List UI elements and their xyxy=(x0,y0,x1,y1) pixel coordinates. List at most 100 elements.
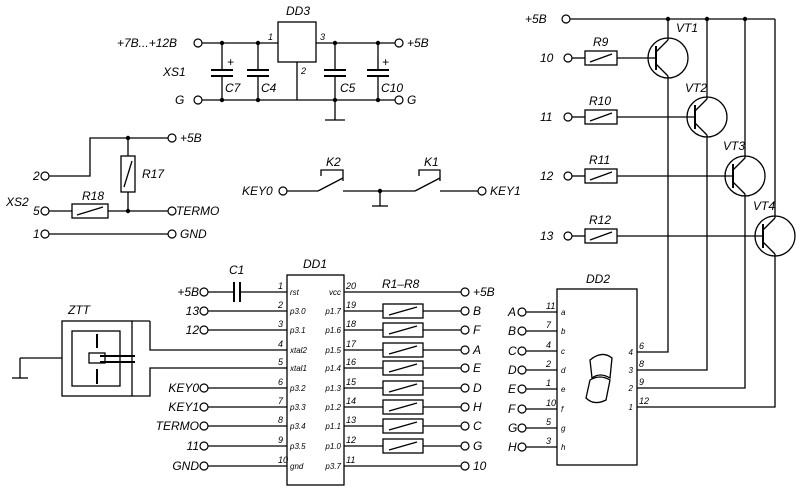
dd1-right-terminal xyxy=(460,345,470,355)
dd2-segment-name: d xyxy=(561,366,566,375)
dd2-input-label: D xyxy=(508,363,517,377)
dd1-left-pin-name: p3.1 xyxy=(289,326,306,335)
dd1-left-pin-number: 8 xyxy=(278,415,283,425)
dd1-right-pin-name: vcc xyxy=(329,288,341,297)
dd1-right-label: F xyxy=(473,323,481,337)
dd1-right-label: C xyxy=(473,419,482,433)
dd2-input-terminal xyxy=(517,346,527,356)
vt2-input: 11 xyxy=(540,110,552,124)
xs2-terminal-2 xyxy=(40,171,50,181)
dd2-input-label: F xyxy=(508,402,516,416)
dd2-digit-number: 2 xyxy=(628,384,634,393)
dd2-input-terminal xyxy=(517,307,527,317)
input-voltage-label: +7В...+12В xyxy=(117,36,177,50)
dd2-input-label: E xyxy=(508,382,517,396)
dd1-left-terminal xyxy=(199,287,209,297)
vt2-label: VT2 xyxy=(685,81,707,95)
dd3-pin-gnd: 2 xyxy=(300,66,306,76)
dd1-right-pin-name: p1.3 xyxy=(324,384,341,393)
dd1-right-pin-number: 14 xyxy=(346,396,356,406)
dd1-right-pin-name: p1.4 xyxy=(324,364,341,373)
dd1-right-label: A xyxy=(472,343,481,357)
keys-section: KEY0 K2 K1 KEY1 xyxy=(242,155,521,207)
transistor-vt1: 10 R9 VT1 xyxy=(540,19,698,79)
dd2-segment-name: f xyxy=(561,405,564,414)
dd1-right-terminal xyxy=(460,325,470,335)
dd1-left-pin-number: 2 xyxy=(277,300,283,310)
gnd-terminal-sensor xyxy=(167,229,177,239)
key0-terminal xyxy=(278,186,288,196)
dd1-right-terminal xyxy=(460,383,470,393)
dd1-right-pin-name: p1.6 xyxy=(324,326,341,335)
dd1-left-terminal xyxy=(199,441,209,451)
dd1-right-pin-number: 19 xyxy=(346,300,356,310)
gnd-label-left: G xyxy=(175,93,184,107)
vt3-label: VT3 xyxy=(723,139,745,153)
plus5-label-transistors: +5В xyxy=(525,12,547,26)
dd1-right-pin-number: 13 xyxy=(346,415,356,425)
dd2-input-label: B xyxy=(508,324,516,338)
dd2-common-pin: 6 xyxy=(639,341,644,351)
dd2-digit-number: 1 xyxy=(629,403,633,412)
dd1-right-label: G xyxy=(473,439,482,453)
dd1-left-pin-number: 6 xyxy=(278,377,283,387)
termo-label: TERMO xyxy=(176,204,219,218)
sensor-section: XS2 2 5 1 +5В R17 R18 TERMO GND xyxy=(5,131,219,241)
dd1-right-label: E xyxy=(473,361,482,375)
dd2-segment-name: g xyxy=(561,424,566,433)
dd1-left-label: 11 xyxy=(187,439,199,453)
dd1-right-terminal xyxy=(460,421,470,431)
vt4-label: VT4 xyxy=(753,199,775,213)
dd2-segment-name: a xyxy=(561,308,566,317)
dd2-input-terminal xyxy=(517,326,527,336)
dd2-input-pin: 2 xyxy=(545,359,551,369)
dd2-digit-number: 4 xyxy=(629,348,634,357)
xs2-pin-2: 2 xyxy=(32,169,40,183)
dd1-right-pin-number: 16 xyxy=(346,357,356,367)
dd1-left-pin-number: 7 xyxy=(278,396,284,406)
dd1-left-pin-name: p3.5 xyxy=(289,442,306,451)
key0-label-keys: KEY0 xyxy=(242,184,273,198)
capacitor-c10: + C10 xyxy=(367,40,403,103)
dd3-label: DD3 xyxy=(286,4,310,18)
dd1-right-pin-name: p1.1 xyxy=(324,422,341,431)
dd1-left-label: 13 xyxy=(186,304,200,318)
dd1-right-terminal xyxy=(460,441,470,451)
dd1-left-pin-number: 4 xyxy=(278,339,283,349)
xs2-terminal-1 xyxy=(40,229,50,239)
dd1-right-label: H xyxy=(473,400,482,414)
dd2-input-pin: 4 xyxy=(546,340,551,350)
dd1-left-terminal xyxy=(199,325,209,335)
dd2-input-label: A xyxy=(507,305,516,319)
transistor-vt3: 12 R11 VT3 xyxy=(540,19,766,197)
dd1-right-label: D xyxy=(473,381,482,395)
transistor-vt4: 13 R12 VT4 xyxy=(540,19,796,257)
c7-plus: + xyxy=(227,55,234,69)
r10-label: R10 xyxy=(589,94,611,108)
dd1-left-terminal xyxy=(199,461,209,471)
seven-segment-digit xyxy=(585,353,613,404)
dd2-input-terminal xyxy=(517,384,527,394)
dd2-common-pin: 8 xyxy=(639,359,644,369)
mcu-dd1 xyxy=(286,274,345,486)
dd2-input-terminal xyxy=(517,442,527,452)
c4-label: C4 xyxy=(261,81,277,95)
dd1-right-pin-number: 12 xyxy=(346,435,356,445)
dd2-input-terminal xyxy=(517,404,527,414)
dd1-left-pin-number: 1 xyxy=(278,281,283,291)
plus5-terminal-sensor xyxy=(167,133,177,143)
capacitor-c4: C4 xyxy=(247,40,277,103)
xs2-pin-5: 5 xyxy=(33,204,40,218)
termo-terminal xyxy=(167,206,177,216)
dd1-left-pin-name: xtal1 xyxy=(289,364,307,373)
dd1-left-pin-number: 3 xyxy=(278,319,283,329)
dd1-right-pin-name: p1.2 xyxy=(324,403,341,412)
vt3-input: 12 xyxy=(540,169,554,183)
xs1-label: XS1 xyxy=(162,65,186,79)
dd2-input-pin: 5 xyxy=(546,417,552,427)
switch-k1 xyxy=(414,169,478,192)
